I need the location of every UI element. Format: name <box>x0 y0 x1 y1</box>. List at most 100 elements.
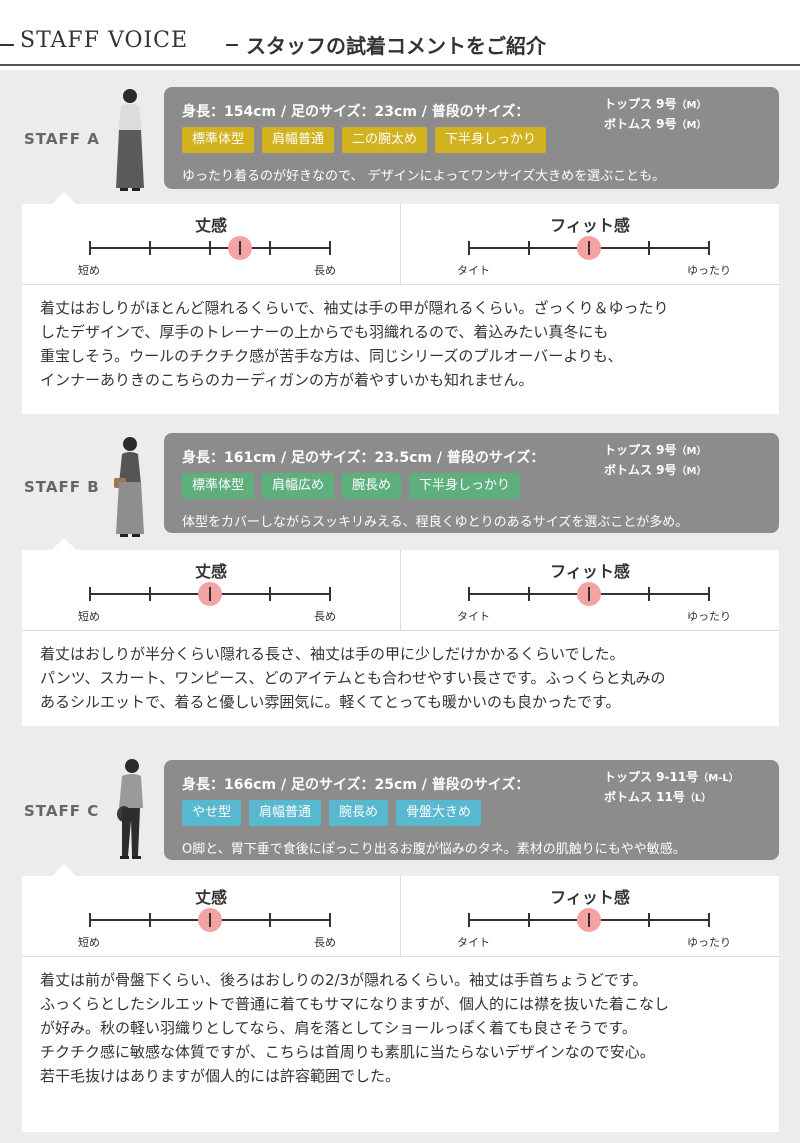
review-line: 重宝しそう。ウールのチクチク感が苦手な方は、同じシリーズのプルオーバーよりも、 <box>40 347 623 365</box>
length-scale-min-label: 短め <box>78 264 100 277</box>
fit-scale-title: フィット感 <box>550 562 630 581</box>
fit-scale-min-label: タイト <box>457 936 490 949</box>
bottoms-size-letter: （L） <box>684 793 712 804</box>
scale-tick <box>708 913 710 927</box>
scale-tick <box>269 241 271 255</box>
usual-sizes: トップス 9-11号（M-L） ボトムス 11号（L） <box>604 768 739 808</box>
card-pointer <box>52 192 76 204</box>
staff-stats: 身長：161cm / 足のサイズ：23.5cm / 普段のサイズ： <box>182 450 545 466</box>
length-scale-title: 丈感 <box>194 888 227 907</box>
review-text: 着丈は前が骨盤下くらい、後ろはおしりの2/3が隠れるくらい。袖丈は手首ちょうどで… <box>40 968 765 1088</box>
staff-profile-panel: 身長：154cm / 足のサイズ：23cm / 普段のサイズ： トップス 9号（… <box>164 87 779 189</box>
staff-photo <box>116 89 144 191</box>
usual-sizes: トップス 9号（M） ボトムス 9号（M） <box>604 441 706 481</box>
body-type-tag: 下半身しっかり <box>409 473 521 499</box>
review-line: ふっくらとしたシルエットで普通に着てもサマになりますが、個人的には襟を抜いた着こ… <box>40 995 669 1013</box>
fit-scale-min-label: タイト <box>457 610 490 623</box>
scale-tick <box>329 241 331 255</box>
card-pointer <box>52 864 76 876</box>
tops-size-letter: （M-L） <box>698 773 739 784</box>
body-type-tag: 骨盤大きめ <box>396 800 482 826</box>
fit-scale-max-label: ゆったり <box>687 936 731 949</box>
review-line: 着丈は前が骨盤下くらい、後ろはおしりの2/3が隠れるくらい。袖丈は手首ちょうどで… <box>40 971 648 989</box>
review-line: 着丈はおしりが半分くらい隠れる長さ、袖丈は手の甲に少しだけかかるくらいでした。 <box>40 645 625 663</box>
length-scale-title: 丈感 <box>194 216 227 235</box>
size-preference-comment: ゆったり着るのが好きなので、 デザインによってワンサイズ大きめを選ぶことも。 <box>182 169 666 184</box>
tops-size-letter: （M） <box>676 446 707 457</box>
scale-divider <box>400 550 401 630</box>
scale-tick <box>329 913 331 927</box>
body-type-tags: 標準体型肩幅普通二の腕太め下半身しっかり <box>182 127 554 153</box>
fit-scale: フィット感 タイト ゆったり <box>401 204 779 284</box>
scale-tick <box>528 913 530 927</box>
body-type-tag: 肩幅普通 <box>262 127 335 153</box>
body-type-tags: 標準体型肩幅広め腕長め下半身しっかり <box>182 473 528 499</box>
body-type-tag: 下半身しっかり <box>435 127 547 153</box>
staff-stats: 身長：166cm / 足のサイズ：25cm / 普段のサイズ： <box>182 777 530 793</box>
tops-size-letter: （M） <box>676 100 707 111</box>
staff-block-a: STAFF A 身長：154cm / 足のサイズ：23cm / 普段のサイズ： … <box>0 70 800 416</box>
scale-marker-tick <box>588 913 590 927</box>
fit-scale-title: フィット感 <box>550 216 630 235</box>
header-dash <box>0 44 14 46</box>
review-line: インナーありきのこちらのカーディガンの方が着やすいかも知れません。 <box>40 371 534 389</box>
fit-scale: フィット感 タイト ゆったり <box>401 550 779 630</box>
scale-divider <box>400 204 401 284</box>
page-subtitle: スタッフの試着コメントをご紹介 <box>246 34 546 58</box>
fit-scales: 丈感 短め 長め フィット感 タイト ゆったり <box>22 550 779 631</box>
page-title: STAFF VOICE <box>20 28 189 53</box>
size-preference-comment: 体型をカバーしながらスッキリみえる、程良くゆとりのあるサイズを選ぶことが多め。 <box>182 515 689 530</box>
fit-scale-min-label: タイト <box>457 264 490 277</box>
scale-tick <box>149 241 151 255</box>
scale-tick <box>528 241 530 255</box>
scale-tick <box>708 241 710 255</box>
body-type-tag: 標準体型 <box>182 473 255 499</box>
body-type-tag: 肩幅普通 <box>249 800 322 826</box>
review-line: あるシルエットで、着ると優しい雰囲気に。軽くてとっても暖かいのも良かったです。 <box>40 693 621 711</box>
body-type-tags: やせ型肩幅普通腕長め骨盤大きめ <box>182 800 489 826</box>
tops-size: トップス 9号 <box>604 443 677 457</box>
review-card: 丈感 短め 長め フィット感 タイト ゆったり 着丈はおしりがほとんど隠れるくら… <box>22 204 779 414</box>
length-scale-min-label: 短め <box>78 936 100 949</box>
fit-scales: 丈感 短め 長め フィット感 タイト ゆったり <box>22 876 779 957</box>
scale-divider <box>400 876 401 956</box>
scale-marker-tick <box>239 241 241 255</box>
scale-tick <box>468 587 470 601</box>
scale-tick <box>528 587 530 601</box>
bottoms-size-letter: （M） <box>676 120 707 131</box>
review-card: 丈感 短め 長め フィット感 タイト ゆったり 着丈はおしりが半分くらい隠れる長… <box>22 550 779 726</box>
staff-label: STAFF A <box>24 130 100 148</box>
scale-marker-tick <box>588 241 590 255</box>
scale-tick <box>149 587 151 601</box>
bottoms-size-letter: （M） <box>676 466 707 477</box>
bottoms-size: ボトムス 11号 <box>604 790 685 804</box>
scale-marker-tick <box>209 587 211 601</box>
review-text: 着丈はおしりが半分くらい隠れる長さ、袖丈は手の甲に少しだけかかるくらいでした。 … <box>40 642 765 714</box>
length-scale-max-label: 長め <box>314 610 336 623</box>
scale-tick <box>89 241 91 255</box>
page-header: STAFF VOICE スタッフの試着コメントをご紹介 <box>0 0 800 66</box>
review-line: パンツ、スカート、ワンピース、どのアイテムとも合わせやすい長さです。ふっくらと丸… <box>40 669 666 687</box>
usual-sizes: トップス 9号（M） ボトムス 9号（M） <box>604 95 706 135</box>
body-type-tag: 腕長め <box>342 473 402 499</box>
scale-tick <box>209 241 211 255</box>
length-scale: 丈感 短め 長め <box>22 550 400 630</box>
scale-tick <box>648 241 650 255</box>
size-preference-comment: O脚と、胃下垂で食後にぽっこり出るお腹が悩みのタネ。素材の肌触りにもやや敏感。 <box>182 842 686 857</box>
card-pointer <box>52 538 76 550</box>
length-scale-title: 丈感 <box>194 562 227 581</box>
fit-scale-max-label: ゆったり <box>687 264 731 277</box>
fit-scale-title: フィット感 <box>550 888 630 907</box>
fit-scale-max-label: ゆったり <box>687 610 731 623</box>
length-scale-min-label: 短め <box>78 610 100 623</box>
scale-tick <box>269 587 271 601</box>
staff-stats: 身長：154cm / 足のサイズ：23cm / 普段のサイズ： <box>182 104 530 120</box>
fit-scale: フィット感 タイト ゆったり <box>401 876 779 956</box>
scale-tick <box>468 913 470 927</box>
tops-size: トップス 9-11号 <box>604 770 699 784</box>
staff-profile-panel: 身長：161cm / 足のサイズ：23.5cm / 普段のサイズ： トップス 9… <box>164 433 779 533</box>
review-line: が好み。秋の軽い羽織りとしてなら、肩を落としてショールっぽく着ても良さそうです。 <box>40 1019 637 1037</box>
scale-tick <box>648 913 650 927</box>
length-scale-max-label: 長め <box>314 264 336 277</box>
staff-photo <box>114 437 144 537</box>
